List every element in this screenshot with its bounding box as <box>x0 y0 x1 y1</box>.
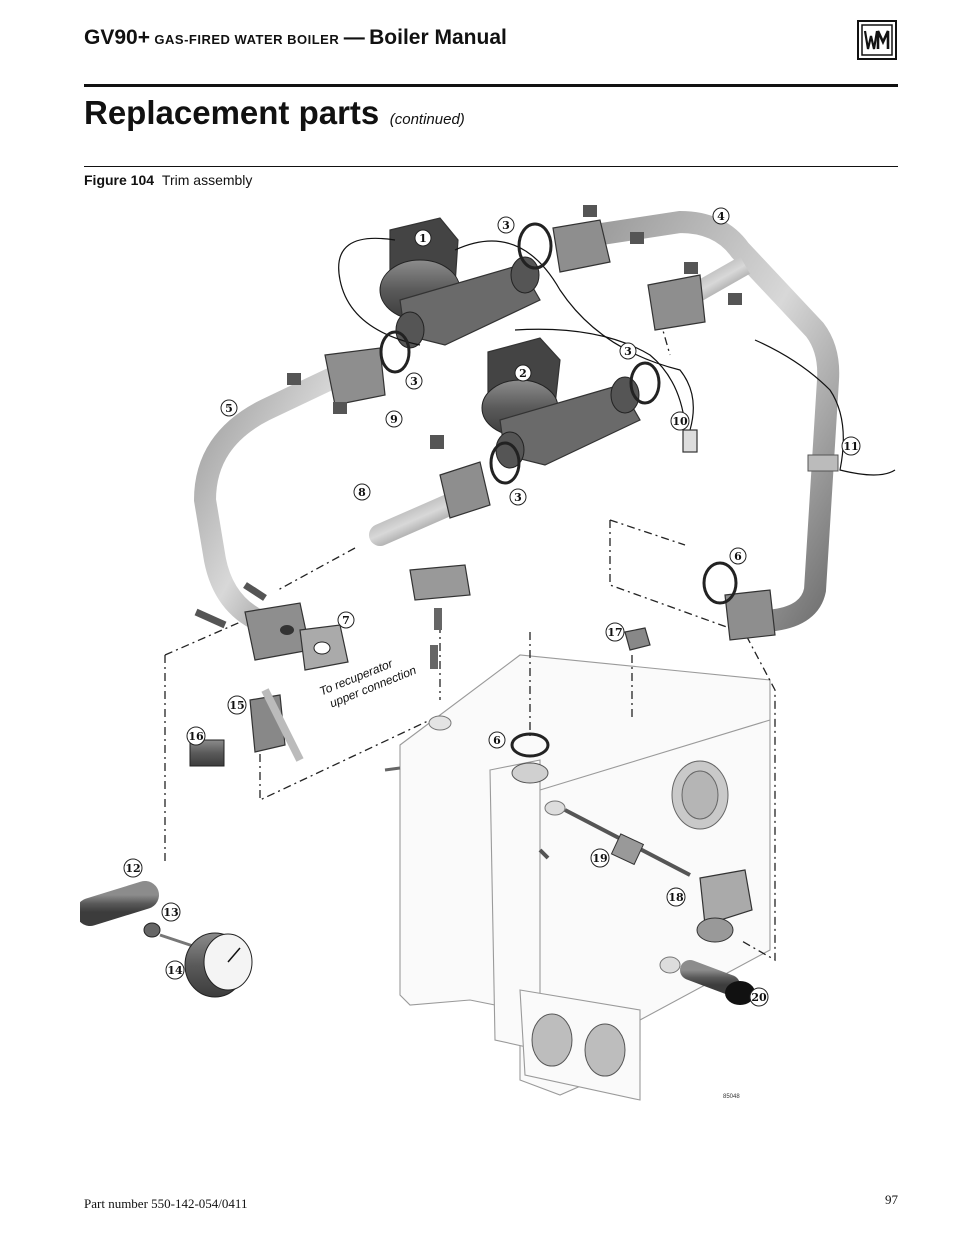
callout-7: 7 <box>337 611 355 629</box>
svg-text:16: 16 <box>188 730 204 743</box>
sensor-19 <box>564 808 691 877</box>
relief-valve-15 <box>249 688 304 762</box>
callout-2: 2 <box>514 364 532 382</box>
callout-8: 8 <box>353 483 371 501</box>
page-number: 97 <box>885 1192 898 1207</box>
sensor-17 <box>624 627 651 651</box>
callout-11: 11 <box>841 436 861 456</box>
figure-number: Figure 104 <box>84 172 155 188</box>
drawing-code: 85048 <box>723 1094 740 1100</box>
pipe-4 <box>552 205 840 641</box>
callout-14: 14 <box>165 960 185 980</box>
svg-text:3: 3 <box>514 491 522 504</box>
svg-text:12: 12 <box>125 862 140 875</box>
svg-text:20: 20 <box>751 991 767 1004</box>
callout-12: 12 <box>123 858 143 878</box>
part-number: Part number 550-142-054/0411 <box>84 1196 248 1211</box>
figure-caption: Figure 104 Trim assembly <box>84 172 252 188</box>
svg-text:18: 18 <box>668 891 684 904</box>
svg-text:2: 2 <box>519 367 527 380</box>
svg-text:17: 17 <box>607 626 622 639</box>
svg-text:1: 1 <box>419 232 427 245</box>
svg-text:19: 19 <box>592 852 607 865</box>
svg-text:6: 6 <box>493 734 501 747</box>
callout-4: 4 <box>712 207 730 225</box>
circulator-pump-2 <box>481 337 641 469</box>
svg-text:14: 14 <box>167 964 183 977</box>
callout-3b: 3 <box>405 372 423 390</box>
gauge-14 <box>184 932 253 998</box>
circulator-pump-1 <box>379 217 541 349</box>
callout-6b: 6 <box>488 731 506 749</box>
header-product: Gas-fired water boiler <box>154 32 340 47</box>
svg-text:13: 13 <box>163 906 178 919</box>
header-manual: Boiler Manual <box>369 26 507 49</box>
svg-text:3: 3 <box>502 219 510 232</box>
svg-text:4: 4 <box>717 210 725 223</box>
svg-text:9: 9 <box>390 413 398 426</box>
header-rule <box>84 84 898 87</box>
callout-5: 5 <box>220 399 238 417</box>
page-title: Replacement parts (continued) <box>84 94 465 132</box>
weil-mclain-logo <box>857 20 897 60</box>
page-title-main: Replacement parts <box>84 94 380 131</box>
svg-text:3: 3 <box>410 375 418 388</box>
svg-text:8: 8 <box>358 486 366 499</box>
callout-1: 1 <box>414 229 432 247</box>
title-rule <box>84 166 898 167</box>
o-rings <box>379 222 738 758</box>
pipe-5 <box>193 347 386 661</box>
callout-20: 20 <box>749 987 769 1007</box>
sight-glass-20 <box>680 960 755 1005</box>
tee-fitting-8 <box>369 435 491 669</box>
svg-text:11: 11 <box>843 440 858 453</box>
leader-lines <box>164 319 776 962</box>
callout-3d: 3 <box>509 488 527 506</box>
callout-9: 9 <box>385 410 403 428</box>
callout-17: 17 <box>605 622 625 642</box>
callout-13: 13 <box>161 902 181 922</box>
svg-text:6: 6 <box>734 550 742 563</box>
trim-assembly-diagram: To recuperator upper connection 85048 1 … <box>80 205 896 1101</box>
header-model: GV90+ <box>84 26 150 49</box>
callout-3a: 3 <box>497 216 515 234</box>
callout-10: 10 <box>670 411 690 431</box>
svg-text:5: 5 <box>225 402 233 415</box>
callout-18: 18 <box>666 887 686 907</box>
header-title-line: GV90+ Gas-fired water boiler — Boiler Ma… <box>84 26 507 50</box>
svg-text:3: 3 <box>624 345 632 358</box>
svg-text:10: 10 <box>672 415 688 428</box>
callout-3c: 3 <box>619 342 637 360</box>
gasket-7 <box>299 624 349 671</box>
page-header: GV90+ Gas-fired water boiler — Boiler Ma… <box>84 22 898 62</box>
callout-6a: 6 <box>729 547 747 565</box>
page-title-continued: (continued) <box>389 111 465 128</box>
svg-text:7: 7 <box>342 614 350 627</box>
callout-16: 16 <box>186 726 206 746</box>
pump-wiring <box>338 237 896 476</box>
figure-caption-text: Trim assembly <box>161 172 253 188</box>
tee-12 <box>80 880 159 930</box>
svg-text:15: 15 <box>229 699 244 712</box>
heat-exchanger <box>384 654 771 1101</box>
gas-valve-18 <box>696 869 753 943</box>
callout-15: 15 <box>227 695 247 715</box>
callout-19: 19 <box>590 848 610 868</box>
header-separator: — <box>343 26 365 49</box>
